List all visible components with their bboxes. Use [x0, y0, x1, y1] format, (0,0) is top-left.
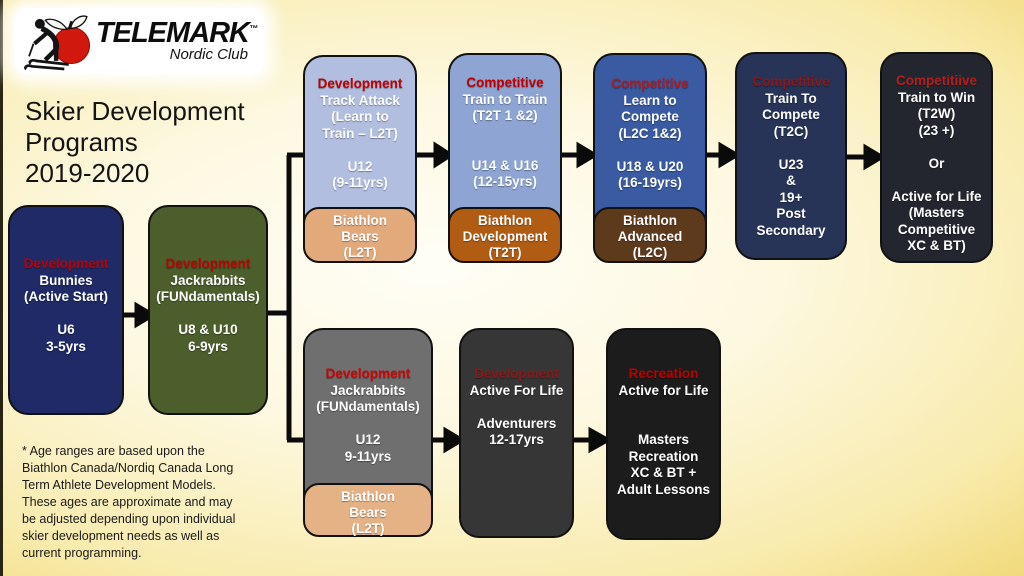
node-body: Active for Life Masters Recreation XC & … [616, 382, 710, 497]
node-category: Development [165, 256, 251, 271]
node-bunnies: Development Bunnies (Active Start) U6 3-… [8, 205, 124, 415]
node-jackrabbits-u12: Development Jackrabbits (FUNdamentals) U… [303, 328, 433, 537]
node-body: Jackrabbits (FUNdamentals) U12 9-11yrs [316, 382, 420, 464]
left-edge-strip [0, 0, 3, 576]
node-body: Bunnies (Active Start) U6 3-5yrs [23, 272, 109, 354]
node-category: Development [325, 366, 411, 381]
node-body: Train to Train (T2T 1 &2) U14 & U16 (12-… [462, 91, 548, 190]
page-title: Skier Development Programs 2019-2020 [25, 96, 245, 189]
node-category: Recreation [628, 366, 699, 381]
node-category: Competitive [611, 76, 689, 91]
node-body: Learn to Compete (L2C 1&2) U18 & U20 (16… [616, 92, 684, 191]
trademark-symbol: ™ [249, 23, 258, 34]
node-body: Train To Compete (T2C) U23 & 19+ Post Se… [756, 90, 826, 238]
node-train-to-compete: Competitive Train To Compete (T2C) U23 &… [735, 52, 847, 260]
node-category: Competitive [466, 75, 544, 90]
nordic-club-label: Nordic Club [169, 46, 248, 63]
skier-apple-icon [24, 15, 91, 71]
node-active-for-life-youth: Development Active For Life Adventurers … [459, 328, 574, 538]
telemark-wordmark: TELEMARK™ [95, 17, 258, 49]
node-category: Competitive [752, 74, 830, 89]
node-jackrabbits-u8: Development Jackrabbits (FUNdamentals) U… [148, 205, 268, 415]
node-body: Active For Life Adventurers 12-17yrs [469, 382, 564, 448]
split-connector [268, 152, 306, 443]
node-train-to-train: Competitive Train to Train (T2T 1 &2) U1… [448, 53, 562, 263]
node-body: Track Attack (Learn to Train – L2T) U12 … [320, 92, 400, 191]
logo-text: TELEMARK™ Nordic Club [95, 17, 258, 64]
node-category: Development [23, 256, 109, 271]
node-category: Competitiive [895, 73, 977, 88]
node-learn-to-compete: Competitive Learn to Compete (L2C 1&2) U… [593, 53, 707, 263]
node-sub-biathlon-bears: Biathlon Bears (L2T) [303, 207, 417, 263]
node-body: Jackrabbits (FUNdamentals) U8 & U10 6-9y… [156, 272, 260, 354]
node-category: Development [317, 76, 403, 91]
node-body: Train to Win (T2W) (23 +) Or Active for … [891, 89, 982, 254]
node-sub-biathlon-advanced: Biathlon Advanced (L2C) [593, 207, 707, 263]
node-track-attack: Development Track Attack (Learn to Train… [303, 55, 417, 263]
node-category: Development [474, 366, 559, 381]
footnote: * Age ranges are based upon the Biathlon… [22, 444, 236, 560]
node-train-to-win: Competitiive Train to Win (T2W) (23 +) O… [880, 52, 993, 263]
node-sub-biathlon-bears: Biathlon Bears (L2T) [303, 483, 433, 537]
node-sub-biathlon-development: Biathlon Development (T2T) [448, 207, 562, 263]
node-recreation: Recreation Active for Life Masters Recre… [606, 328, 721, 540]
telemark-logo: TELEMARK™ Nordic Club [14, 8, 264, 74]
